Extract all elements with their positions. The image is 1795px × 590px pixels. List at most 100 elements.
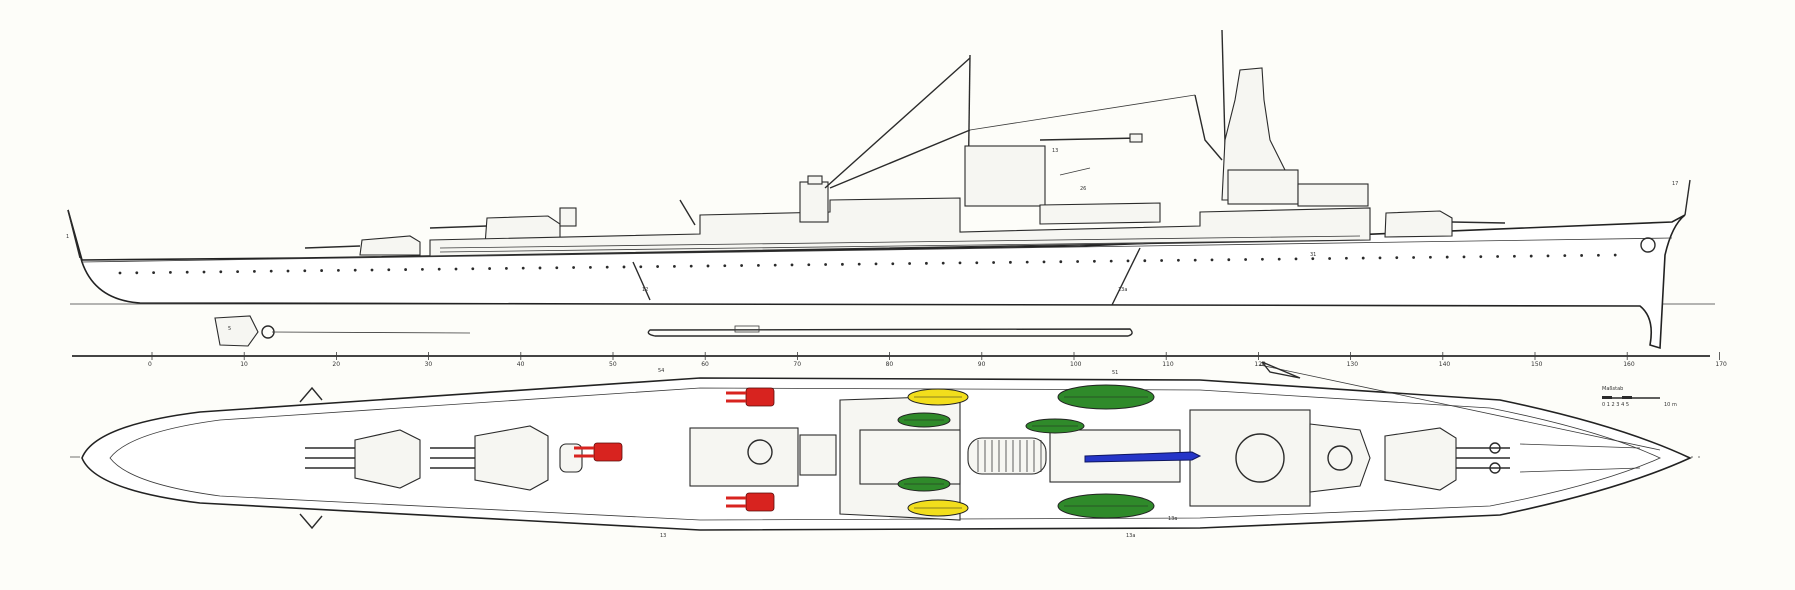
aa-gun-mount: [726, 387, 775, 407]
porthole: [286, 269, 290, 273]
callout-bow-profile: 1: [66, 234, 69, 240]
aft-director-plan: [559, 443, 583, 473]
callout-tower-profile: 13: [1052, 148, 1058, 154]
bridge-plan: [1189, 409, 1311, 507]
aft-mount-plan: [747, 439, 773, 465]
porthole: [437, 267, 441, 271]
bow-stem: [1684, 179, 1691, 216]
callout-bow-plan: 54: [658, 368, 664, 374]
main-mast-stay-a: [824, 57, 971, 189]
porthole: [941, 261, 945, 265]
porthole: [135, 271, 139, 275]
frame-label: 80: [886, 361, 894, 368]
porthole: [1496, 255, 1499, 258]
porthole: [706, 264, 710, 268]
rudder: [214, 315, 259, 347]
portholes: [118, 253, 1617, 275]
deck-edge: [81, 237, 1673, 263]
anchor-profile: [1640, 237, 1656, 253]
frame-label: 170: [1715, 361, 1727, 368]
porthole: [1042, 260, 1046, 264]
bridge-block: [1227, 169, 1299, 205]
porthole: [1177, 258, 1180, 262]
porthole: [1261, 257, 1264, 261]
capstan-b: [1489, 462, 1501, 474]
porthole: [992, 261, 995, 264]
porthole: [790, 263, 794, 267]
porthole: [656, 265, 659, 268]
plan-view: 54 51 13 13a 13a: [70, 361, 1700, 539]
porthole: [219, 270, 223, 274]
porthole: [1395, 256, 1399, 260]
turret-c-guns: [304, 245, 361, 249]
porthole: [404, 268, 407, 271]
porthole: [353, 268, 357, 272]
ships-boat: [1057, 384, 1155, 410]
porthole: [1277, 257, 1281, 261]
callout-stern-plan: 13: [660, 533, 666, 539]
porthole: [1529, 254, 1533, 258]
hangar-roof: [1039, 202, 1161, 225]
porthole: [589, 265, 592, 269]
turret-a-guns: [1451, 221, 1506, 224]
frame-label: 10: [240, 361, 248, 368]
ships-boat: [897, 476, 951, 492]
frame-label: 140: [1439, 361, 1451, 368]
frame-label: 120: [1254, 361, 1266, 368]
side-spur-bot: [299, 513, 323, 530]
stern-counter: [67, 209, 81, 259]
callout-crane-arm: 13a: [1168, 516, 1177, 522]
porthole: [1294, 257, 1298, 261]
porthole: [891, 262, 895, 266]
porthole: [1546, 254, 1550, 258]
porthole: [1009, 260, 1012, 264]
frame-label: 40: [517, 361, 525, 368]
porthole: [1311, 257, 1315, 261]
frame-label: 130: [1347, 361, 1359, 368]
aft-deckhouse-plan: [689, 427, 799, 487]
frame-label: 100: [1070, 361, 1082, 368]
turret-b-guns: [429, 225, 488, 229]
aft-boom: [632, 261, 651, 301]
callout-boom-left: 12: [642, 287, 648, 293]
bridge-wing: [1297, 183, 1369, 207]
porthole: [1025, 260, 1029, 264]
catapult-grid: [977, 440, 1042, 472]
porthole: [555, 266, 559, 270]
aft-tower: [799, 181, 829, 223]
porthole: [505, 266, 508, 270]
porthole: [1227, 258, 1231, 262]
porthole: [1412, 256, 1415, 259]
porthole: [740, 264, 743, 267]
callout-hull-profile: 31: [1310, 252, 1316, 258]
porthole: [689, 264, 693, 268]
crane-head: [1129, 133, 1143, 143]
porthole: [1160, 259, 1163, 262]
porthole: [1109, 259, 1113, 263]
frame-label: 110: [1162, 361, 1174, 368]
porthole: [169, 270, 172, 274]
frame-label: 20: [332, 361, 340, 368]
porthole: [1345, 256, 1348, 260]
porthole: [925, 261, 928, 265]
main-superstructure: [429, 197, 1371, 257]
callout-aircraft-profile: 26: [1080, 186, 1086, 192]
porthole: [1059, 260, 1063, 264]
porthole: [370, 268, 374, 272]
bridge-front-plan: [1309, 423, 1371, 493]
hangar-plan: [859, 429, 961, 485]
porthole: [1143, 259, 1147, 263]
porthole: [521, 266, 525, 270]
porthole: [1210, 258, 1214, 262]
ships-boat: [1057, 493, 1155, 519]
capstan-a: [1489, 442, 1501, 454]
keel-fin: [647, 328, 1133, 337]
porthole: [605, 265, 609, 269]
profile-hull: [67, 209, 1686, 350]
porthole: [723, 264, 727, 268]
aa-guns: [574, 387, 775, 512]
shaft-line: [271, 331, 471, 334]
porthole: [1328, 257, 1331, 260]
